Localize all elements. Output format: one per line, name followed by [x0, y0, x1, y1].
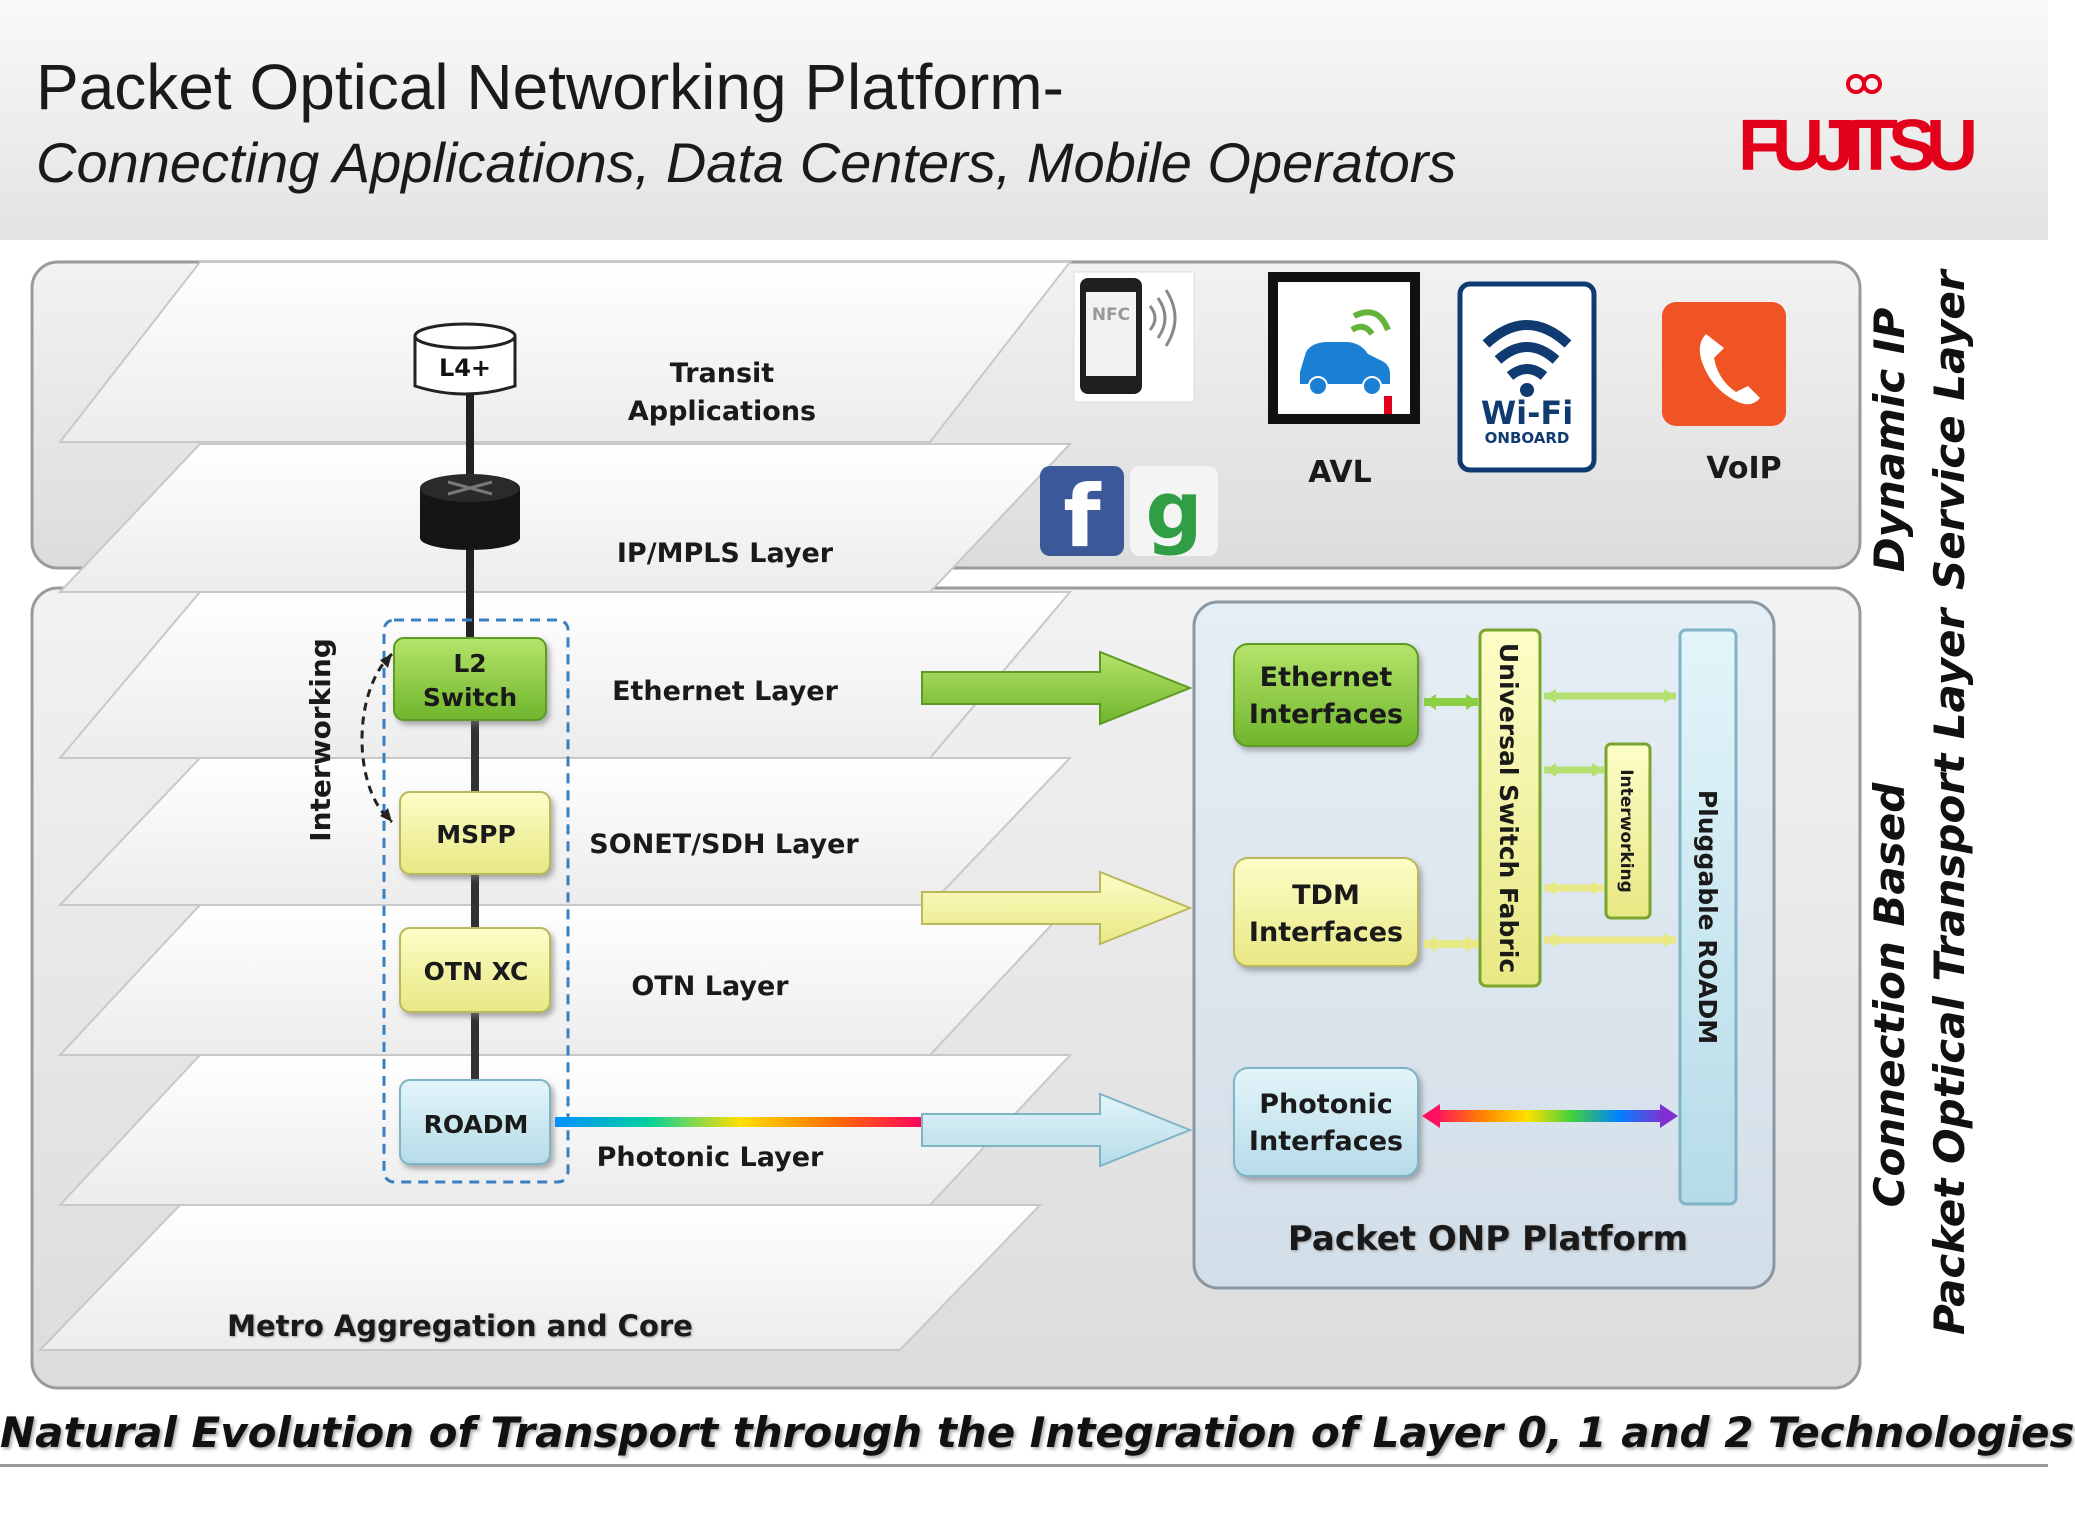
platform-connectors	[1422, 689, 1678, 1128]
interworking-arrow	[360, 652, 394, 824]
wifi-label: Wi-Fi	[1481, 394, 1573, 432]
l2-label-1: L2	[453, 649, 486, 678]
interworking-block-label: Interworking	[1616, 769, 1636, 893]
interworking-label: Interworking	[304, 638, 337, 842]
fabric-label: Universal Switch Fabric	[1494, 643, 1523, 973]
metro-plane	[37, 1204, 1043, 1351]
ethernet-plane	[57, 591, 1073, 759]
side-label-dynamic-ip-line2: Service Layer	[1925, 270, 1974, 590]
router-icon	[420, 474, 520, 550]
social-icons: f g	[1040, 464, 1218, 567]
eth-label-1: Ethernet	[1260, 662, 1393, 693]
side-label-connection-based: Connection Based Packet Optical Transpor…	[1860, 608, 1980, 1335]
voip-label: VoIP	[1706, 451, 1781, 486]
eth-label-2: Interfaces	[1249, 699, 1403, 730]
device-group-box	[382, 618, 570, 1184]
sonet-plane	[57, 757, 1073, 906]
logo-text: FUJITSU	[1738, 106, 1978, 186]
footer-tagline: Natural Evolution of Transport through t…	[0, 1408, 2075, 1457]
phot-label-1: Photonic	[1259, 1089, 1393, 1120]
google-icon	[1130, 466, 1218, 556]
roadm-label: ROADM	[424, 1110, 529, 1139]
otn-xc-box	[399, 927, 551, 1013]
mspp-label: MSPP	[436, 820, 516, 849]
side-label-dynamic-ip: Dynamic IP Service Layer	[1860, 270, 1980, 590]
tdm-label-2: Interfaces	[1249, 917, 1403, 948]
ipmpls-label: IP/MPLS Layer	[617, 538, 834, 569]
otnxc-label: OTN XC	[424, 957, 529, 986]
tdm-interfaces-box	[1233, 857, 1419, 967]
tdm-arrow	[921, 870, 1193, 946]
side-label-connection-line1: Connection Based	[1865, 782, 1914, 1208]
page-title: Packet Optical Networking Platform-	[36, 51, 1064, 123]
photonic-rainbow-line	[555, 1117, 925, 1127]
interworking-block	[1604, 742, 1652, 920]
wifi-onboard-icon: Wi-Fi ONBOARD	[1457, 281, 1597, 473]
wifi-sublabel: ONBOARD	[1485, 429, 1570, 447]
l2-switch-box	[393, 637, 547, 721]
phot-label-2: Interfaces	[1249, 1126, 1403, 1157]
mspp-box	[399, 791, 551, 875]
platform-title: Packet ONP Platform	[1288, 1219, 1688, 1259]
facebook-letter: f	[1063, 467, 1102, 567]
l4-node: L4+	[413, 322, 517, 396]
ipmpls-plane	[57, 443, 1073, 593]
sonet-label: SONET/SDH Layer	[589, 829, 859, 860]
nfc-label: NFC	[1092, 305, 1130, 325]
transit-label-2: Applications	[628, 396, 816, 427]
universal-switch-fabric	[1478, 628, 1542, 988]
photonic-label: Photonic Layer	[597, 1142, 824, 1173]
transit-plane	[57, 261, 1073, 443]
transit-label-1: Transit	[670, 358, 775, 389]
ethernet-arrow	[921, 650, 1193, 726]
google-letter: g	[1145, 464, 1202, 557]
l2-label-2: Switch	[423, 683, 517, 712]
nfc-phone-icon: NFC	[1073, 271, 1195, 403]
pluggable-roadm-label: Pluggable ROADM	[1693, 790, 1722, 1044]
roadm-box	[399, 1079, 551, 1165]
facebook-icon	[1040, 466, 1124, 556]
footer-divider	[0, 1464, 2048, 1467]
metro-label: Metro Aggregation and Core	[227, 1309, 693, 1343]
avl-icon	[1268, 272, 1420, 424]
header-background	[0, 0, 2048, 240]
pluggable-roadm	[1678, 628, 1738, 1206]
side-label-connection-line2: Packet Optical Transport Layer	[1925, 608, 1974, 1335]
side-label-dynamic-ip-line1: Dynamic IP	[1865, 307, 1914, 573]
fujitsu-logo: FUJITSU	[1738, 74, 1978, 186]
ethernet-label: Ethernet Layer	[612, 676, 839, 707]
voip-phone-icon	[1662, 302, 1786, 426]
photonic-arrow	[921, 1092, 1193, 1168]
l4-label: L4+	[439, 354, 491, 382]
otn-label: OTN Layer	[631, 971, 789, 1002]
ethernet-interfaces-box	[1233, 643, 1419, 747]
page-subtitle: Connecting Applications, Data Centers, M…	[36, 131, 1457, 194]
otn-plane	[57, 904, 1073, 1056]
tdm-label-1: TDM	[1292, 880, 1360, 911]
photonic-interfaces-box	[1233, 1067, 1419, 1177]
avl-label: AVL	[1308, 455, 1372, 490]
photonic-plane	[57, 1054, 1073, 1206]
